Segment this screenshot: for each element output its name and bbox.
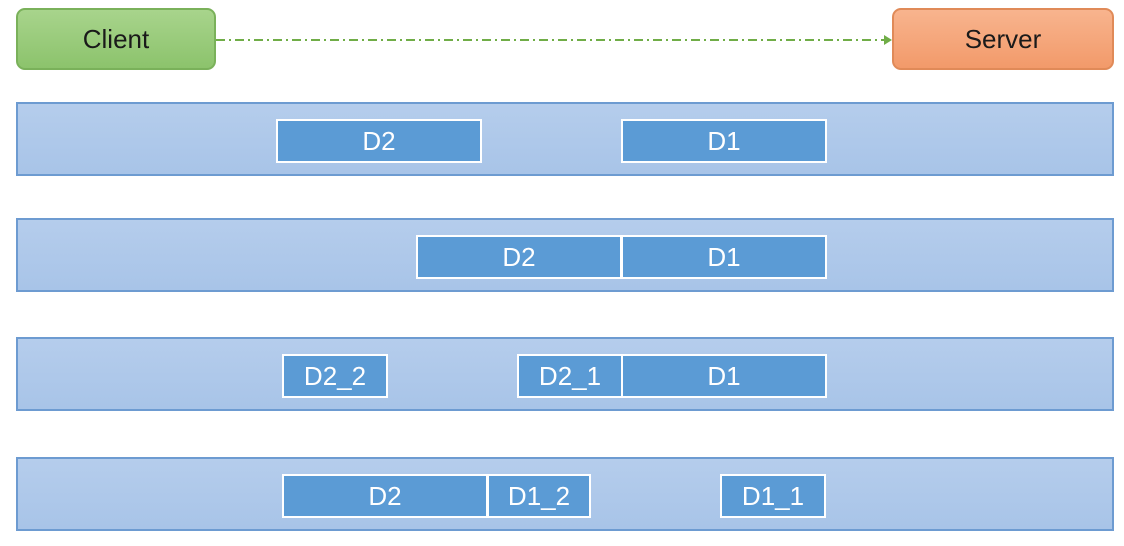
- data-segment: D1: [621, 354, 827, 398]
- transfer-lane-3: D2_2 D2_1 D1: [16, 337, 1114, 411]
- data-segment: D1: [621, 119, 827, 163]
- data-segment: D2: [282, 474, 488, 518]
- data-segment: D2: [416, 235, 622, 279]
- server-label: Server: [964, 23, 1042, 54]
- data-segment: D1_2: [487, 474, 591, 518]
- link-arrowhead-icon: [884, 35, 892, 45]
- client-server-link: [216, 35, 892, 45]
- data-segment: D2_2: [282, 354, 388, 398]
- data-segment: D1: [621, 235, 827, 279]
- data-segment: D2: [276, 119, 482, 163]
- transfer-lane-2: D2 D1: [16, 218, 1114, 292]
- data-segment: D2_1: [517, 354, 623, 398]
- data-segment: D1_1: [720, 474, 826, 518]
- transfer-lane-4: D2 D1_2 D1_1: [16, 457, 1114, 531]
- transfer-lane-1: D2 D1: [16, 102, 1114, 176]
- server-node: Server: [892, 8, 1114, 70]
- client-node: Client: [16, 8, 216, 70]
- client-label: Client: [82, 23, 150, 54]
